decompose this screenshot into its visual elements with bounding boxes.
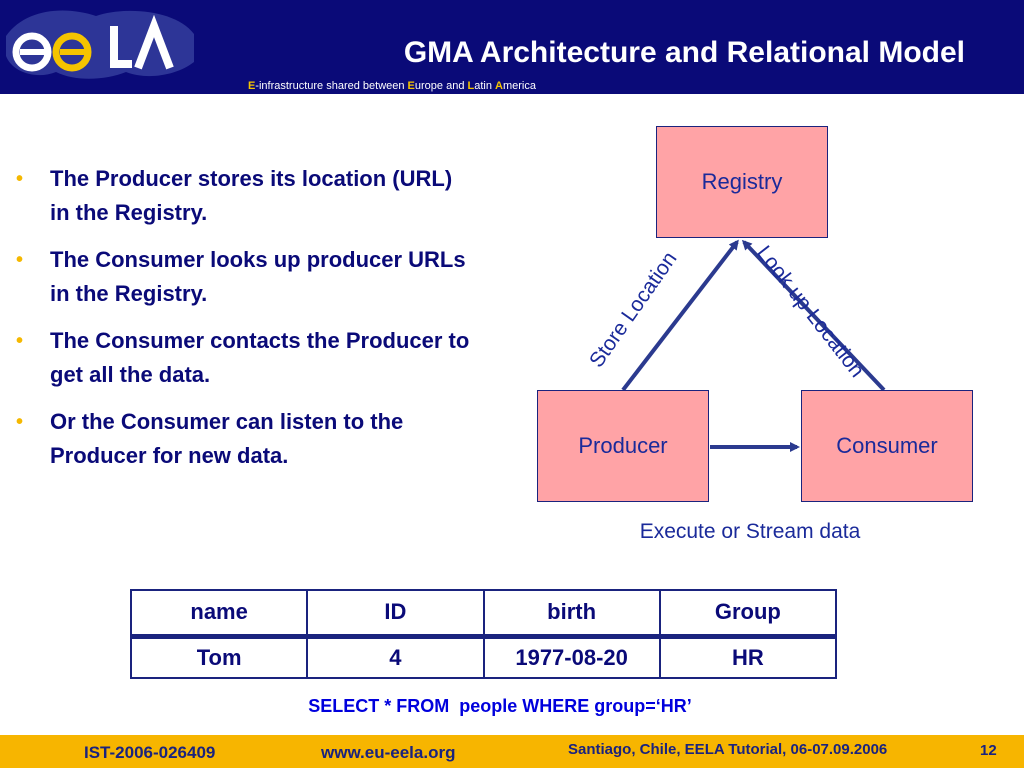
- footer-event: Santiago, Chile, EELA Tutorial, 06-07.09…: [568, 741, 888, 758]
- store-location-label: Store Location: [585, 247, 682, 372]
- bullet-icon: •: [16, 168, 24, 190]
- table-row: Tom 4 1977-08-20 HR: [129, 635, 838, 679]
- eela-logo-icon: [6, 10, 194, 79]
- column-header: birth: [482, 588, 661, 639]
- header-bar: GMA Architecture and Relational Model E-…: [0, 0, 1024, 94]
- page-number: 12: [980, 742, 997, 759]
- consumer-box: Consumer: [801, 390, 973, 502]
- table-cell: 1977-08-20: [482, 635, 661, 679]
- bullet-icon: •: [16, 249, 24, 271]
- people-table: name ID birth Group Tom 4 1977-08-20 HR: [129, 588, 838, 679]
- column-header: Group: [658, 588, 838, 639]
- bullet-icon: •: [16, 330, 24, 352]
- footer-url: www.eu-eela.org: [321, 743, 456, 762]
- list-item: •Or the Consumer can listen to the Produ…: [16, 405, 486, 473]
- table-header-row: name ID birth Group: [129, 588, 838, 639]
- stream-data-label: Execute or Stream data: [639, 520, 861, 543]
- column-header: name: [129, 588, 309, 639]
- page-subtitle: E-infrastructure shared between Europe a…: [247, 80, 536, 92]
- table-cell: Tom: [129, 635, 309, 679]
- bullet-icon: •: [16, 411, 24, 433]
- producer-box: Producer: [537, 390, 709, 502]
- column-header: ID: [306, 588, 485, 639]
- registry-box: Registry: [656, 126, 828, 238]
- page-title: GMA Architecture and Relational Model: [403, 36, 965, 69]
- table-cell: HR: [658, 635, 838, 679]
- footer-bar: IST-2006-026409 www.eu-eela.org Santiago…: [0, 735, 1024, 768]
- list-item: •The Producer stores its location (URL) …: [16, 162, 486, 230]
- list-item: •The Consumer looks up producer URLs in …: [16, 243, 486, 311]
- bullet-list: •The Producer stores its location (URL) …: [16, 162, 486, 486]
- table-cell: 4: [306, 635, 485, 679]
- sql-query: SELECT * FROM people WHERE group=‘HR’: [308, 696, 692, 716]
- footer-project-id: IST-2006-026409: [84, 743, 216, 762]
- lookup-location-label: Look up Location: [752, 241, 869, 382]
- list-item: •The Consumer contacts the Producer to g…: [16, 324, 486, 392]
